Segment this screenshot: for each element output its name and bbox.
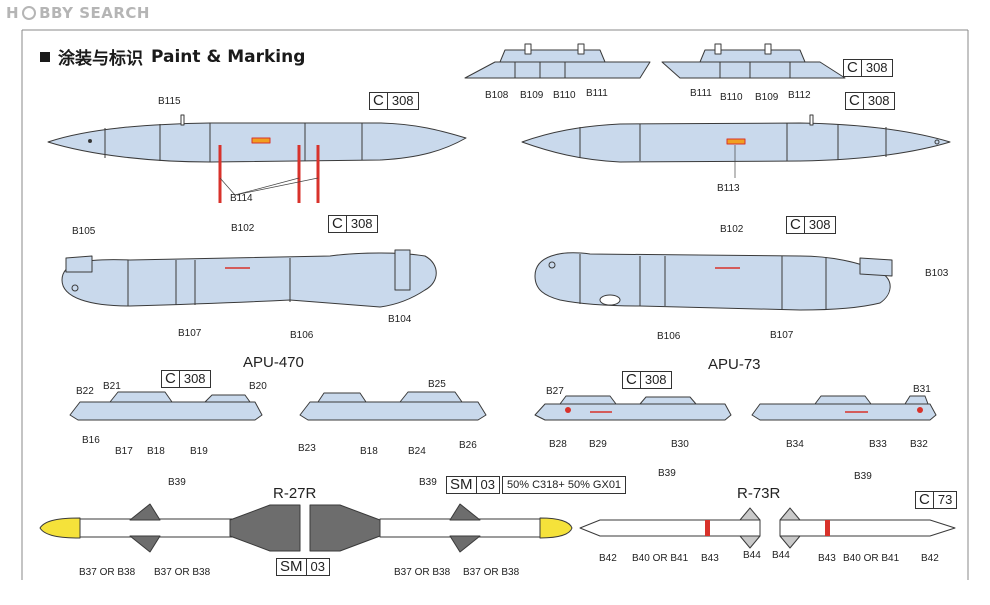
part-label: B25 xyxy=(428,379,446,390)
designation-r27r: R-27R xyxy=(273,485,317,502)
rail-b34-group xyxy=(751,395,937,421)
part-label: B110 xyxy=(720,92,743,103)
part-label: B103 xyxy=(925,268,949,279)
section-title: 涂装与标识 Paint & Marking xyxy=(40,44,305,69)
part-label: B32 xyxy=(910,439,928,450)
part-label: B112 xyxy=(788,90,811,101)
part-label: B42 xyxy=(921,553,939,564)
title-english: Paint & Marking xyxy=(151,46,306,67)
part-label: B42 xyxy=(599,553,617,564)
part-label: B109 xyxy=(520,90,544,101)
part-label: B40 OR B41 xyxy=(843,553,900,564)
square-bullet-icon xyxy=(40,51,50,62)
apu-470-launcher xyxy=(61,249,437,308)
part-label: B37 OR B38 xyxy=(463,567,520,578)
logo-ring-icon xyxy=(22,6,37,20)
part-label: B106 xyxy=(290,330,314,341)
r27r-missile-left xyxy=(39,503,301,553)
right-pylon-fairing xyxy=(521,114,951,163)
part-label: B16 xyxy=(82,435,100,446)
part-label: B43 xyxy=(818,553,836,564)
part-label: B108 xyxy=(485,90,509,101)
part-label: B44 xyxy=(772,550,790,561)
r73r-missile-left xyxy=(579,507,761,549)
left-pylon-fairing xyxy=(47,114,467,163)
designation-apu-73: APU-73 xyxy=(708,356,761,373)
part-label: B31 xyxy=(913,384,931,395)
part-label: B26 xyxy=(459,440,477,451)
part-label: B105 xyxy=(72,226,96,237)
part-label: B18 xyxy=(360,446,378,457)
rail-b23-group xyxy=(299,391,487,421)
part-label: B106 xyxy=(657,331,681,342)
rail-b28-group xyxy=(534,395,732,421)
part-label: B114 xyxy=(230,193,253,204)
part-label: B43 xyxy=(701,553,719,564)
part-label: B111 xyxy=(690,88,712,99)
part-label: B23 xyxy=(298,443,316,454)
part-label: B111 xyxy=(586,88,608,99)
part-label: B104 xyxy=(388,314,412,325)
part-label: B102 xyxy=(720,224,744,235)
part-label: B39 xyxy=(658,468,676,479)
rail-b16-group xyxy=(69,391,263,421)
part-label: B24 xyxy=(408,446,426,457)
pylon-top-view-left xyxy=(464,43,651,79)
r27r-missile-right xyxy=(309,503,573,553)
r73r-missile-right xyxy=(779,507,956,549)
title-chinese: 涂装与标识 xyxy=(58,49,143,69)
watermark: H BBY SEARCH xyxy=(6,4,150,22)
part-label: B115 xyxy=(158,96,181,107)
part-label: B18 xyxy=(147,446,165,457)
part-label: B37 OR B38 xyxy=(154,567,211,578)
part-label: B27 xyxy=(546,386,564,397)
part-label: B39 xyxy=(854,471,872,482)
part-label: B37 OR B38 xyxy=(79,567,136,578)
apu-73-launcher xyxy=(534,252,893,311)
part-label: B33 xyxy=(869,439,887,450)
part-label: B34 xyxy=(786,439,804,450)
part-label: B39 xyxy=(419,477,437,488)
part-label: B20 xyxy=(249,381,267,392)
part-label: B22 xyxy=(76,386,94,397)
part-label: B37 OR B38 xyxy=(394,567,451,578)
part-label: B102 xyxy=(231,223,255,234)
part-label: B113 xyxy=(717,183,740,194)
part-label: B107 xyxy=(178,328,202,339)
designation-r73r: R-73R xyxy=(737,485,781,502)
part-label: B110 xyxy=(553,90,576,101)
part-label: B28 xyxy=(549,439,567,450)
part-label: B30 xyxy=(671,439,689,450)
part-label: B17 xyxy=(115,446,133,457)
part-label: B39 xyxy=(168,477,186,488)
part-label: B107 xyxy=(770,330,794,341)
color-code-mix: 50% C318+ 50% GX01 xyxy=(502,476,627,494)
part-label: B21 xyxy=(103,381,121,392)
part-label: B109 xyxy=(755,92,779,103)
pylon-top-view-right xyxy=(661,43,846,79)
part-label: B19 xyxy=(190,446,208,457)
part-label: B40 OR B41 xyxy=(632,553,689,564)
part-label: B44 xyxy=(743,550,761,561)
designation-apu-470: APU-470 xyxy=(243,354,304,371)
part-label: B29 xyxy=(589,439,607,450)
